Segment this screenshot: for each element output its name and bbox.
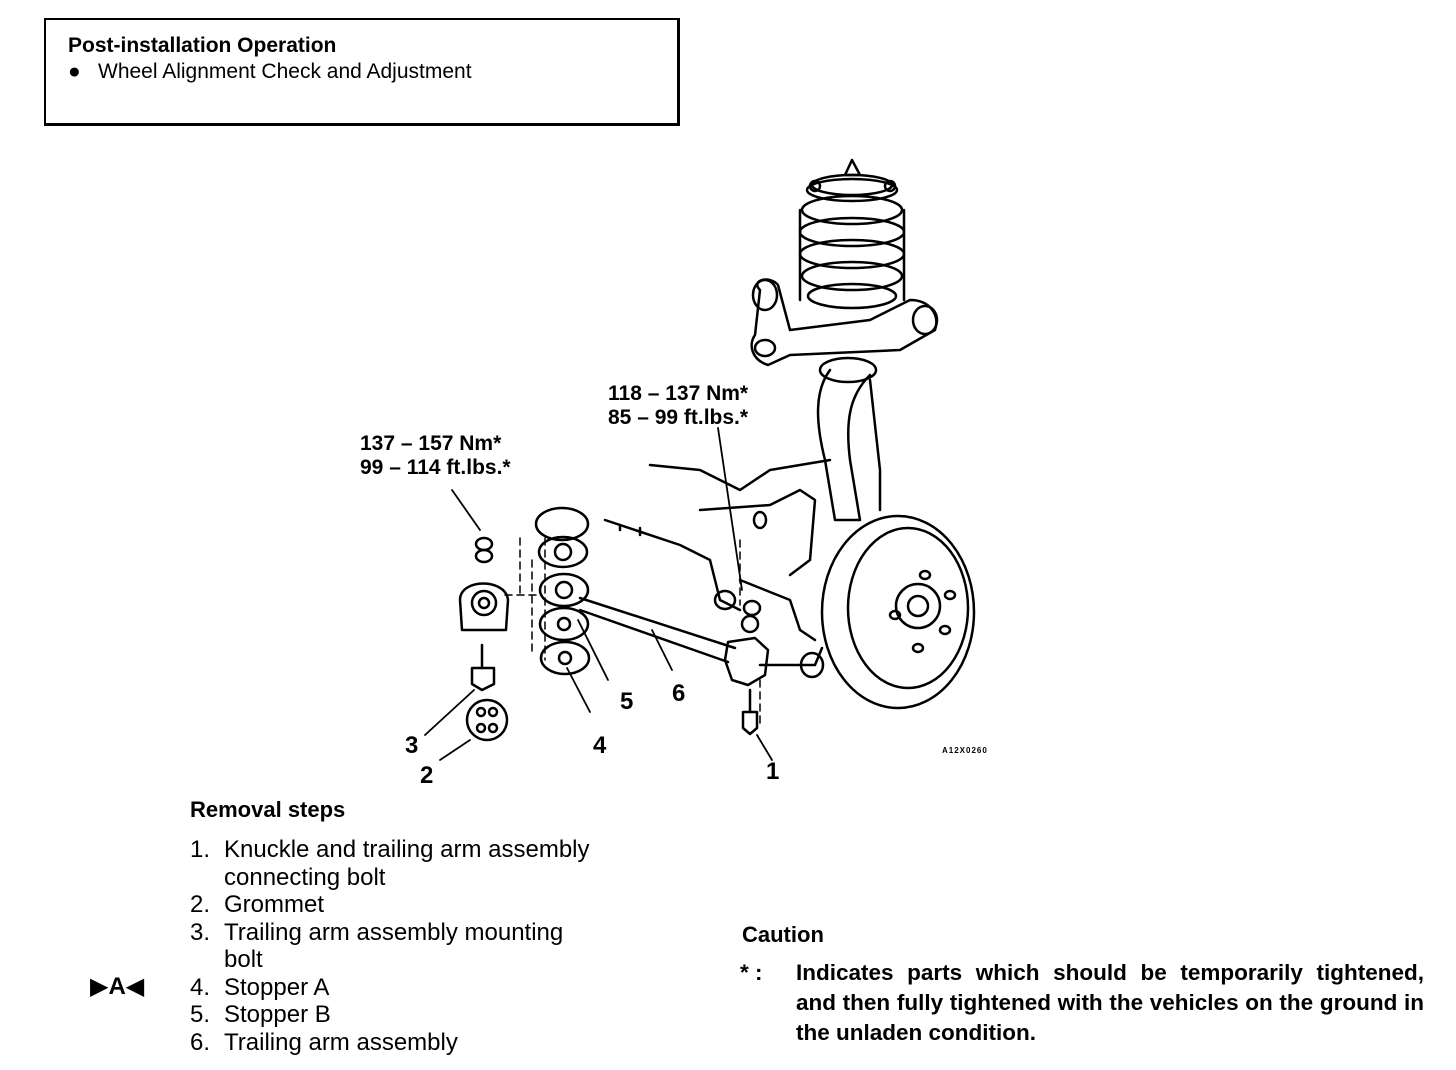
step-text: Trailing arm assembly [224, 1028, 458, 1056]
bolt-stack-left [458, 536, 510, 742]
post-installation-item: ● Wheel Alignment Check and Adjustment [68, 60, 472, 84]
callout-6: 6 [672, 680, 686, 707]
trailing-arm [578, 596, 825, 687]
caution-note: * : Indicates parts which should be temp… [740, 958, 1424, 1048]
removal-step-1: 1. Knuckle and trailing arm assembly conn… [190, 836, 590, 891]
removal-step-4: 4. Stopper A [190, 974, 590, 1002]
brake-disc [820, 514, 976, 710]
removal-step-2: 2. Grommet [190, 891, 590, 919]
caution-title: Caution [742, 922, 824, 947]
step-text: Stopper A [224, 973, 330, 1001]
service-point-marker-a: ▶A◀ [90, 973, 145, 1000]
callout-4: 4 [593, 732, 607, 759]
callout-2: 2 [420, 762, 434, 789]
torque-spec-left: 137 – 157 Nm* 99 – 114 ft.lbs.* [360, 432, 511, 480]
step-number: 5. [190, 1001, 211, 1028]
callout-1: 1 [766, 758, 780, 785]
removal-step-3: 3. Trailing arm assembly mounting bolt [190, 919, 590, 974]
torque-left-nm: 137 – 157 Nm* [360, 432, 502, 455]
torque-left-ftlbs: 99 – 114 ft.lbs.* [360, 456, 511, 479]
callout-3: 3 [405, 732, 419, 759]
step-text: Grommet [224, 891, 325, 918]
post-installation-title: Post-installation Operation [68, 34, 337, 57]
alignment-lines [504, 537, 761, 729]
coil-spring [798, 194, 906, 310]
leader-lines [424, 427, 773, 761]
body-frame [603, 458, 832, 642]
caution-text: Indicates parts which should be temporar… [796, 960, 1424, 1045]
removal-steps-list: 1. Knuckle and trailing arm assembly conn… [190, 836, 590, 1056]
post-installation-box: Post-installation Operation ● Wheel Align… [44, 18, 680, 126]
stopper-stack [534, 506, 591, 676]
step-number: 3. [190, 918, 211, 946]
step-number: 6. [190, 1028, 211, 1056]
callout-5: 5 [620, 688, 634, 715]
step-text-continued: bolt [224, 946, 263, 973]
knuckle [816, 356, 882, 522]
step-text: Knuckle and trailing arm assembly [224, 836, 590, 863]
removal-step-5: 5. Stopper B [190, 1001, 590, 1029]
step-number: 4. [190, 973, 211, 1001]
step-text: Trailing arm assembly mounting [224, 918, 564, 946]
step-text: Stopper B [224, 1001, 331, 1028]
asterisk-symbol: * : [740, 960, 763, 985]
torque-right-ftlbs: 85 – 99 ft.lbs.* [608, 406, 749, 429]
step-text-continued: connecting bolt [224, 863, 386, 891]
step-number: 1. [190, 836, 211, 863]
torque-spec-right: 118 – 137 Nm* 85 – 99 ft.lbs.* [608, 382, 748, 430]
suspension-diagram [424, 158, 976, 761]
step-number: 2. [190, 891, 211, 918]
bullet-icon: ● [68, 60, 81, 83]
removal-step-6: 6. Trailing arm assembly [190, 1029, 590, 1057]
figure-code: A12X0260 [942, 746, 988, 755]
torque-right-nm: 118 – 137 Nm* [608, 382, 749, 405]
post-installation-item-label: Wheel Alignment Check and Adjustment [98, 60, 472, 83]
upper-arm [750, 278, 939, 367]
removal-steps-title: Removal steps [190, 797, 346, 822]
bolt-stack-right [740, 599, 762, 736]
